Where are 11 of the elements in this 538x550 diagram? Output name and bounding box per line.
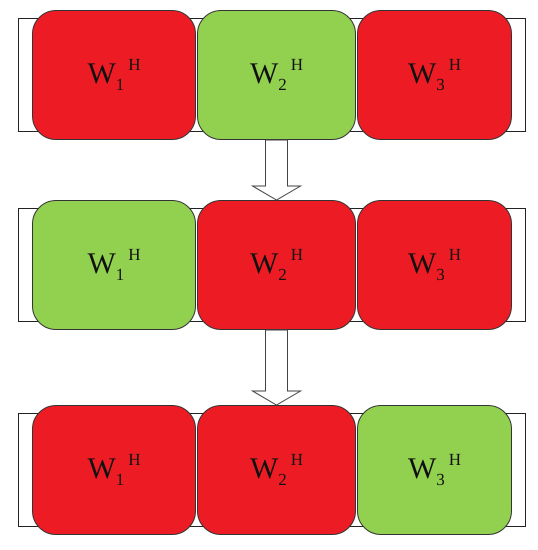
rounded-box — [197, 405, 356, 535]
block-arrow — [250, 140, 302, 201]
rounded-box — [197, 200, 356, 330]
rounded-box — [32, 200, 196, 330]
rounded-box — [32, 405, 196, 535]
block-arrow — [250, 330, 302, 406]
rounded-box — [357, 200, 512, 330]
rounded-box — [32, 10, 196, 140]
rounded-box — [357, 405, 512, 535]
rounded-box — [357, 10, 512, 140]
rounded-box — [197, 10, 356, 140]
